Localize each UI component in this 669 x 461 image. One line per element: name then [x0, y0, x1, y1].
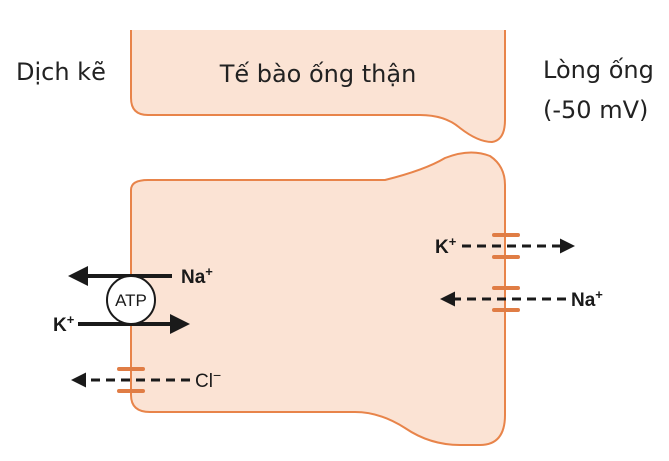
pump-potassium-charge: +: [67, 312, 75, 327]
tubular-cell-label: Tế bào ống thận: [219, 60, 417, 88]
lumen-potential-label: (-50 mV): [543, 96, 648, 124]
pump-potassium-label: K+: [53, 312, 75, 336]
atp-pump-circle: [106, 275, 156, 325]
chloride-charge: −: [213, 367, 221, 383]
luminal-sodium-label: Na+: [571, 287, 603, 311]
lumen-label: Lòng ống: [543, 56, 654, 84]
chloride-symbol: Cl: [195, 371, 213, 392]
pump-sodium-charge: +: [205, 264, 213, 279]
chloride-label: Cl−: [195, 367, 221, 392]
luminal-potassium-label: K+: [435, 234, 457, 258]
atp-label: ATP: [115, 291, 147, 310]
lower-tubular-cell: [130, 151, 506, 446]
luminal-sodium-charge: +: [595, 287, 603, 302]
luminal-potassium-symbol: K: [435, 237, 449, 258]
luminal-sodium-symbol: Na: [571, 290, 596, 311]
pump-sodium-label: Na+: [181, 264, 213, 288]
luminal-potassium-charge: +: [449, 234, 457, 249]
pump-sodium-symbol: Na: [181, 267, 206, 288]
pump-potassium-symbol: K: [53, 315, 67, 336]
upper-tubular-cell: [130, 30, 506, 144]
interstitial-label: Dịch kẽ: [16, 58, 106, 86]
